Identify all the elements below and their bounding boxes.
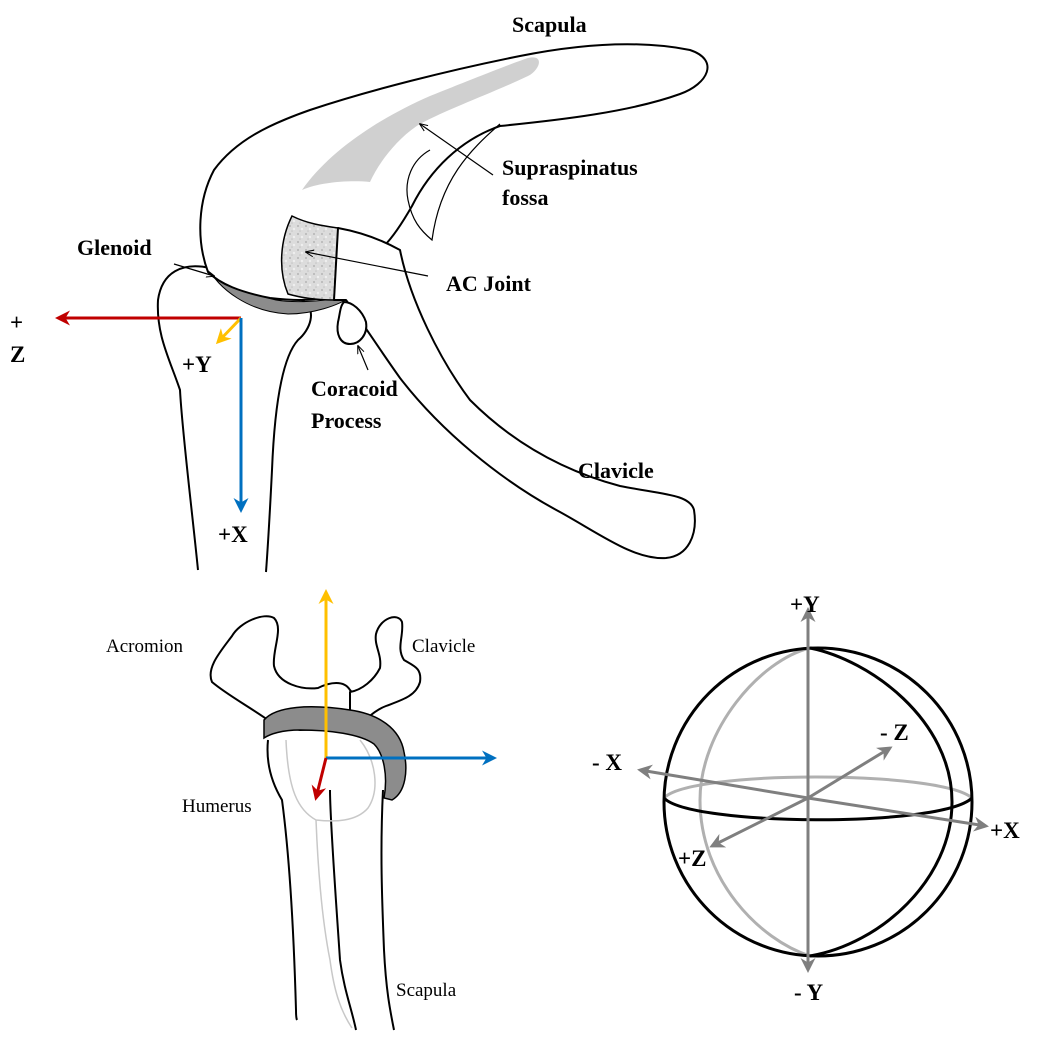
- sphere-y-pos-label: +Y: [790, 592, 820, 617]
- scapula-label: Scapula: [512, 12, 587, 37]
- glenoid-label: Glenoid: [77, 235, 152, 260]
- clavicle-label: Clavicle: [578, 458, 654, 483]
- z-plus-label: +: [10, 310, 23, 335]
- humerus-label: Humerus: [182, 796, 252, 817]
- front-view: Acromion Clavicle Humerus Scapula: [106, 592, 494, 1030]
- sphere-y-neg-label: - Y: [794, 980, 824, 1005]
- sphere-meridian-back: [700, 648, 810, 956]
- coracoid-leader: [358, 346, 368, 370]
- ac-joint: [282, 216, 338, 300]
- sphere-z-pos-label: +Z: [678, 846, 706, 871]
- front-scapula-label: Scapula: [396, 980, 457, 1001]
- sphere-z-pos-arrow: [712, 798, 808, 846]
- coracoid-label: Coracoid: [311, 376, 398, 401]
- ac-joint-label: AC Joint: [446, 271, 532, 296]
- sphere-equator-back: [664, 777, 972, 798]
- top-view: Scapula Supraspinatus fossa Glenoid AC J…: [10, 12, 708, 572]
- sphere-z-neg-label: - Z: [880, 720, 909, 745]
- acromion-label: Acromion: [106, 636, 184, 657]
- sphere-x-neg-label: - X: [592, 750, 622, 775]
- y-axis-label: +Y: [182, 352, 212, 377]
- sphere-z-neg-arrow: [808, 748, 890, 798]
- process-label: Process: [311, 408, 382, 433]
- fossa-label: fossa: [502, 185, 548, 210]
- sphere-x-pos-label: +X: [990, 818, 1020, 843]
- sphere-x-pos-arrow: [808, 798, 986, 826]
- front-z-axis-arrow: [316, 758, 326, 798]
- x-axis-label: +X: [218, 522, 248, 547]
- supraspinatus-label: Supraspinatus: [502, 155, 638, 180]
- scapula-lower: [296, 790, 356, 1030]
- glenoid-ring: [264, 707, 406, 800]
- humerus-outline: [286, 690, 375, 1028]
- front-clavicle-label: Clavicle: [412, 636, 475, 657]
- z-letter-label: Z: [10, 342, 25, 367]
- sphere-outline: [664, 648, 972, 956]
- coordinate-sphere: +Y - Y +X - X +Z - Z: [592, 592, 1020, 1005]
